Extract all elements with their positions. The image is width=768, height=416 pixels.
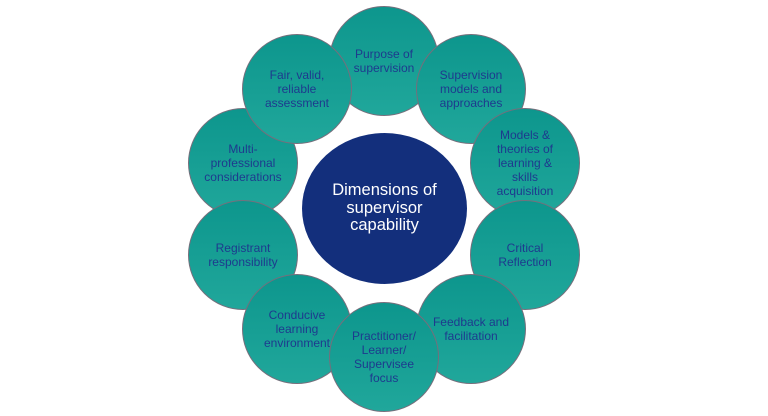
bubble-label-models-theories-learning-skills: Models & theories of learning & skills a…	[496, 127, 554, 199]
hub-label: Dimensions of supervisor capability	[332, 181, 437, 235]
bubble-label-critical-reflection: Critical Reflection	[498, 240, 552, 269]
bubble-fair-valid-reliable-assessment: Fair, valid, reliable assessment	[242, 34, 352, 144]
bubble-label-fair-valid-reliable-assessment: Fair, valid, reliable assessment	[264, 67, 330, 111]
bubble-label-feedback-and-facilitation: Feedback and facilitation	[432, 314, 510, 343]
hub-circle-dimensions-of-supervisor-capability: Dimensions of supervisor capability	[302, 133, 467, 284]
bubble-label-supervision-models-and-approaches: Supervision models and approaches	[439, 67, 503, 111]
bubble-label-practitioner-learner-supervisee: Practitioner/ Learner/ Supervisee focus	[351, 328, 417, 386]
bubble-label-registrant-responsibility: Registrant responsibility	[208, 240, 278, 269]
bubble-practitioner-learner-supervisee: Practitioner/ Learner/ Supervisee focus	[329, 302, 439, 412]
bubble-supervision-models-and-approaches: Supervision models and approaches	[416, 34, 526, 144]
bubble-label-conducive-learning-environment: Conducive learning environment	[263, 307, 331, 351]
bubble-label-multi-professional-considerations: Multi- professional considerations	[204, 141, 282, 185]
bubble-label-purpose-of-supervision: Purpose of supervision	[353, 46, 415, 75]
